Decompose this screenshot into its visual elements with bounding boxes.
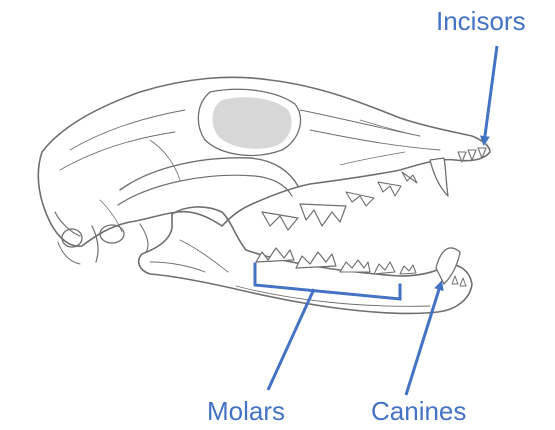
incisors-label: Incisors <box>436 8 526 34</box>
lower-teeth <box>256 248 466 286</box>
molars-leader-line <box>268 289 314 390</box>
canines-arrow <box>406 283 441 395</box>
molars-label: Molars <box>207 398 285 424</box>
orbit-shading <box>212 97 291 149</box>
skull-base <box>55 212 148 264</box>
incisors-arrow <box>484 46 497 143</box>
canines-label: Canines <box>371 398 466 424</box>
